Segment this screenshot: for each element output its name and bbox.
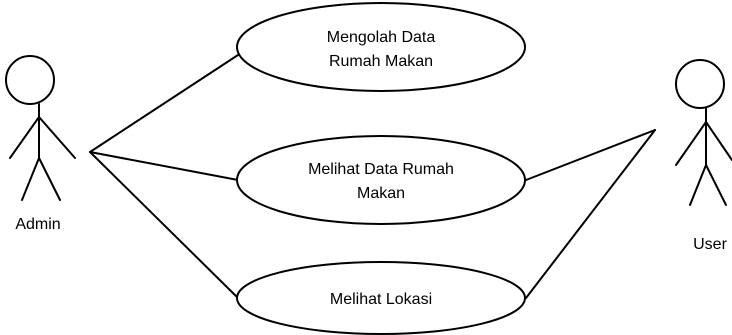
admin-left-leg (21, 157, 40, 201)
user-right-arm (705, 121, 732, 161)
usecase-label-line: Mengolah Data (327, 29, 436, 46)
user-left-leg (689, 164, 707, 206)
usecase-ellipse (236, 2, 526, 92)
usecase-label-line: Melihat Data Rumah (308, 161, 454, 178)
association-admin-melihat-data (89, 151, 239, 181)
admin-right-leg (38, 157, 61, 201)
user-label: User (693, 236, 727, 253)
usecase-label-line: Makan (357, 185, 405, 202)
user-actor: User (675, 59, 732, 253)
admin-left-arm (9, 116, 40, 159)
admin-right-arm (38, 116, 76, 159)
association-lines (89, 54, 656, 299)
association-admin-mengolah-data (89, 54, 239, 153)
usecase-melihat-data-rumah-makan: Melihat Data Rumah Makan (236, 135, 526, 225)
user-head (675, 59, 725, 109)
admin-head (5, 55, 55, 105)
association-user-melihat-data (525, 129, 656, 181)
admin-actor: Admin (5, 55, 76, 233)
usecase-mengolah-data-rumah-makan: Mengolah Data Rumah Makan (236, 2, 526, 92)
user-left-arm (675, 121, 707, 166)
association-admin-melihat-lokasi (89, 151, 239, 299)
usecase-label-line: Rumah Makan (329, 53, 433, 70)
usecase-ellipse (236, 261, 526, 335)
usecase-label-line: Melihat Lokasi (330, 291, 432, 308)
association-user-melihat-lokasi (525, 129, 656, 299)
usecase-melihat-lokasi: Melihat Lokasi (236, 261, 526, 335)
admin-label: Admin (15, 216, 60, 233)
user-right-leg (705, 164, 727, 206)
usecase-ellipse (236, 135, 526, 225)
